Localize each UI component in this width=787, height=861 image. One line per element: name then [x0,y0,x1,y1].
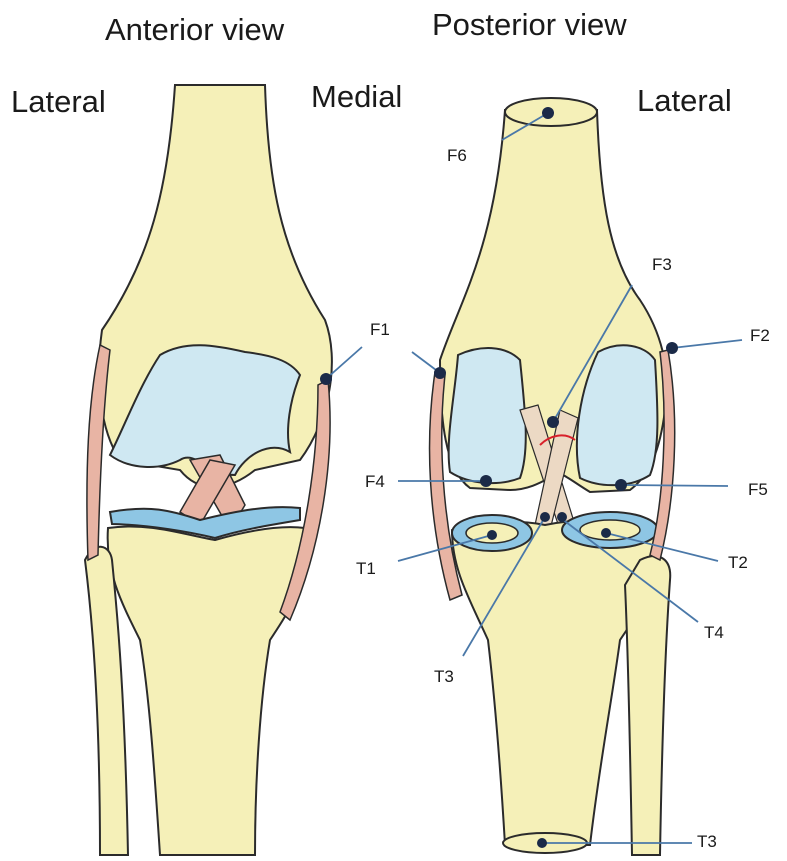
dot-t1 [487,530,497,540]
anterior-lateral-collateral-ligament [87,345,110,560]
posterior-lateral-label: Lateral [637,85,732,116]
marker-f5: F5 [748,481,768,498]
dot-f4 [480,475,492,487]
marker-t3-upper: T3 [434,668,454,685]
dot-f3 [547,416,559,428]
marker-f1: F1 [370,321,390,338]
dot-f1-posterior [434,367,446,379]
anterior-lateral-label: Lateral [11,86,106,117]
anterior-view-title: Anterior view [105,14,284,45]
anterior-medial-label: Medial [311,81,402,112]
dot-f6 [542,107,554,119]
pointer-f2 [672,340,742,348]
dot-t3 [540,512,550,522]
posterior-fibula [625,556,670,855]
anterior-tibia [108,526,306,855]
marker-t4: T4 [704,624,724,641]
anterior-knee [85,85,332,855]
dot-t4 [557,512,567,522]
marker-f6: F6 [447,147,467,164]
posterior-medial-condyle-cartilage [449,348,526,483]
dot-f2 [666,342,678,354]
marker-t3-lower: T3 [697,833,717,850]
pointer-f5 [621,485,728,486]
dot-f1-anterior [320,373,332,385]
dot-t2 [601,528,611,538]
marker-t1: T1 [356,560,376,577]
posterior-knee [430,98,675,855]
dot-t3-lower [537,838,547,848]
marker-f4: F4 [365,473,385,490]
marker-f2: F2 [750,327,770,344]
marker-f3: F3 [652,256,672,273]
dot-f5 [615,479,627,491]
posterior-view-title: Posterior view [432,9,627,40]
marker-t2: T2 [728,554,748,571]
